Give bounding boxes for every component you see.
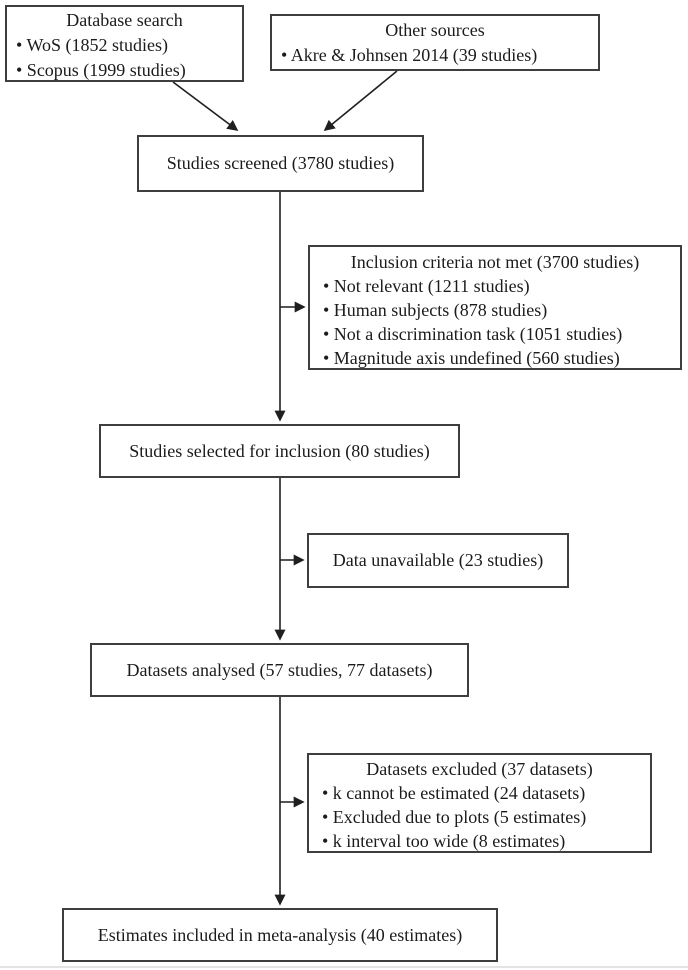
flow-box-datasets-analysed: Datasets analysed (57 studies, 77 datase… — [90, 643, 469, 697]
box-bullet-item: • k interval too wide (8 estimates) — [322, 831, 566, 851]
box-title: Other sources — [385, 20, 485, 40]
box-title: Database search — [66, 10, 183, 30]
flow-box-studies-selected: Studies selected for inclusion (80 studi… — [99, 424, 460, 478]
box-bullet-item: • k cannot be estimated (24 datasets) — [322, 783, 586, 803]
box-title: Inclusion criteria not met (3700 studies… — [350, 252, 640, 272]
box-bullet-item: • Akre & Johnsen 2014 (39 studies) — [281, 45, 538, 65]
box-title: Estimates included in meta-analysis (40 … — [97, 924, 463, 945]
flow-box-datasets-excluded: Datasets excluded (37 datasets) • k cann… — [307, 753, 652, 853]
box-bullet-item: • WoS (1852 studies) — [16, 35, 169, 55]
box-bullet-item: • Not a discrimination task (1051 studie… — [323, 324, 623, 344]
box-title: Datasets analysed (57 studies, 77 datase… — [126, 659, 433, 680]
box-title: Data unavailable (23 studies) — [332, 550, 544, 570]
bottom-rule — [0, 966, 688, 968]
box-bullet-item: • Not relevant (1211 studies) — [323, 276, 530, 296]
flow-box-estimates-included: Estimates included in meta-analysis (40 … — [62, 908, 498, 962]
box-bullet-item: • Excluded due to plots (5 estimates) — [322, 807, 587, 827]
box-title: Studies screened (3780 studies) — [166, 153, 395, 173]
flow-box-other-sources: Other sources • Akre & Johnsen 2014 (39 … — [270, 14, 600, 71]
arrow-database-search-to-studies-screened — [172, 81, 239, 131]
box-bullet-item: • Human subjects (878 studies) — [323, 300, 548, 320]
arrow-other-sources-to-studies-screened — [323, 70, 398, 132]
box-title: Studies selected for inclusion (80 studi… — [129, 440, 430, 461]
flow-box-data-unavailable: Data unavailable (23 studies) — [307, 533, 569, 588]
box-bullet-item: • Magnitude axis undefined (560 studies) — [323, 348, 620, 368]
box-bullet-item: • Scopus (1999 studies) — [16, 60, 186, 80]
flow-box-inclusion-criteria-not-met: Inclusion criteria not met (3700 studies… — [308, 245, 682, 370]
flow-box-studies-screened: Studies screened (3780 studies) — [137, 135, 424, 192]
flow-box-database-search: Database search • WoS (1852 studies) • S… — [5, 5, 244, 82]
box-title: Datasets excluded (37 datasets) — [366, 759, 593, 779]
